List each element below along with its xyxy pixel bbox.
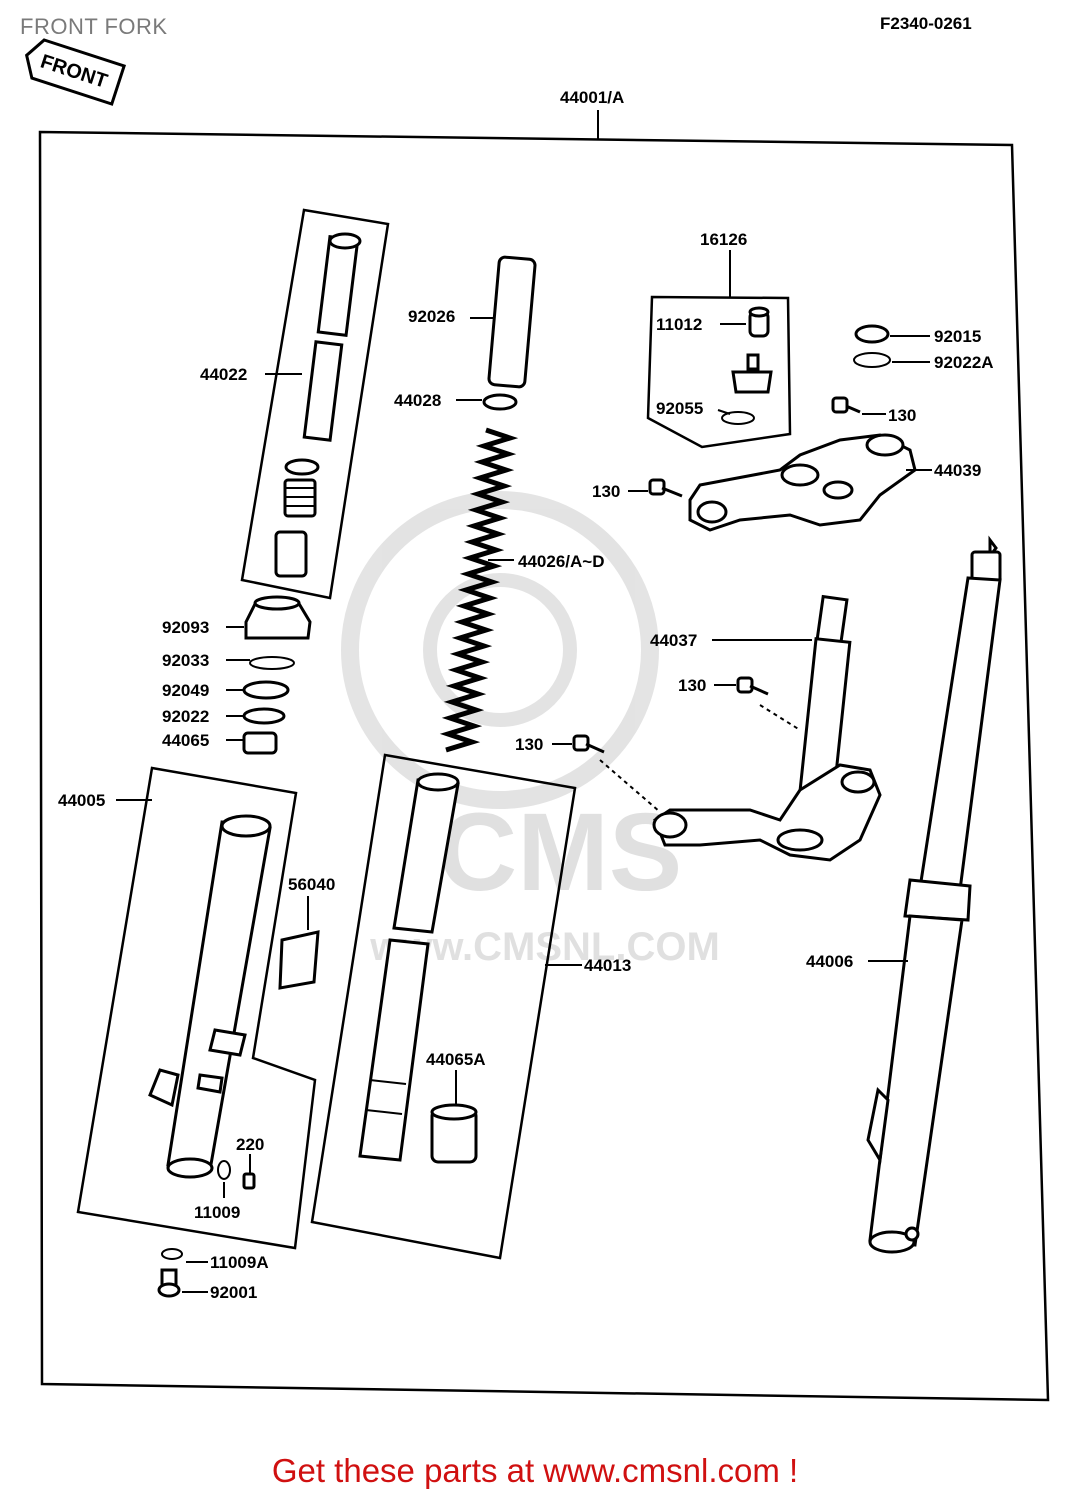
drain-bolt-220 [242,1172,256,1190]
dust-seal [244,595,312,640]
steering-stem [652,594,882,862]
label-44039: 44039 [934,461,981,480]
washer-92022a [853,352,891,368]
label-92015: 92015 [934,327,981,346]
label-56040: 56040 [288,875,335,894]
label-11009: 11009 [194,1203,240,1222]
label-92022a: 92022A [934,353,994,372]
label-plate [278,930,320,990]
watermark: CMS www.CMSNL.COM [341,491,720,969]
subkit-44022-frame [240,208,390,600]
clip-ring [249,656,295,670]
label-44065a: 44065A [426,1050,486,1069]
parts-diagram: FRONT CMS www.CMSNL.COM 44001/A 44022 92… [24,38,1050,1402]
subkit-44005-frame [76,766,317,1250]
label-44065: 44065 [162,731,209,750]
label-44001a: 44001/A [560,88,624,107]
washer-92022 [242,707,286,725]
bolt-130-upper [831,396,861,414]
o-ring-92055 [721,411,755,425]
label-92033: 92033 [162,651,209,670]
outer-tube [148,814,272,1179]
bolt-130-lower [572,734,605,754]
nut-92015 [854,324,890,344]
diagram-code: F2340-0261 [880,14,972,33]
label-130-b: 130 [592,482,620,501]
label-44006: 44006 [806,952,853,971]
label-44037: 44037 [650,631,697,650]
spring-seat [482,393,518,411]
assembly-frame [38,130,1050,1402]
label-92093: 92093 [162,618,209,637]
label-92022: 92022 [162,707,209,726]
bolt-130-left [648,478,683,498]
bolt-92001 [157,1268,181,1298]
label-92001: 92001 [210,1283,257,1302]
oil-seal [242,680,290,700]
air-valve [731,353,773,394]
front-direction-badge: FRONT [24,38,127,106]
label-220: 220 [236,1135,264,1154]
label-44013: 44013 [584,956,631,975]
spacer-tube [487,255,537,389]
gasket-11009 [217,1160,231,1180]
label-44005: 44005 [58,791,105,810]
subkit-44013-frame [310,753,577,1260]
guide-bushing [242,731,278,755]
label-44028: 44028 [394,391,441,410]
gasket-11009a [161,1248,183,1260]
watermark-logo: CMS [438,791,682,914]
label-130-c: 130 [678,676,706,695]
label-130-a: 130 [888,406,916,425]
footer-promo[interactable]: Get these parts at www.cmsnl.com ! [271,1452,799,1489]
label-11012: 11012 [656,315,702,334]
slide-bushing [430,1103,478,1164]
label-16126: 16126 [700,230,747,249]
bolt-130-stem [736,676,769,696]
damper-rod [274,232,362,578]
label-92055: 92055 [656,399,703,418]
label-44022: 44022 [200,365,247,384]
inner-tube [358,772,460,1162]
upper-bracket [688,433,917,532]
fork-assembly-right [866,535,1002,1254]
label-44026: 44026/A~D [518,552,604,571]
fork-spring [439,427,519,753]
label-92026: 92026 [408,307,455,326]
air-valve-cap [748,306,770,338]
label-130-d: 130 [515,735,543,754]
subkit-16126-frame [646,295,792,449]
label-92049: 92049 [162,681,209,700]
page-title: FRONT FORK [20,14,168,39]
label-11009a: 11009A [210,1253,269,1272]
